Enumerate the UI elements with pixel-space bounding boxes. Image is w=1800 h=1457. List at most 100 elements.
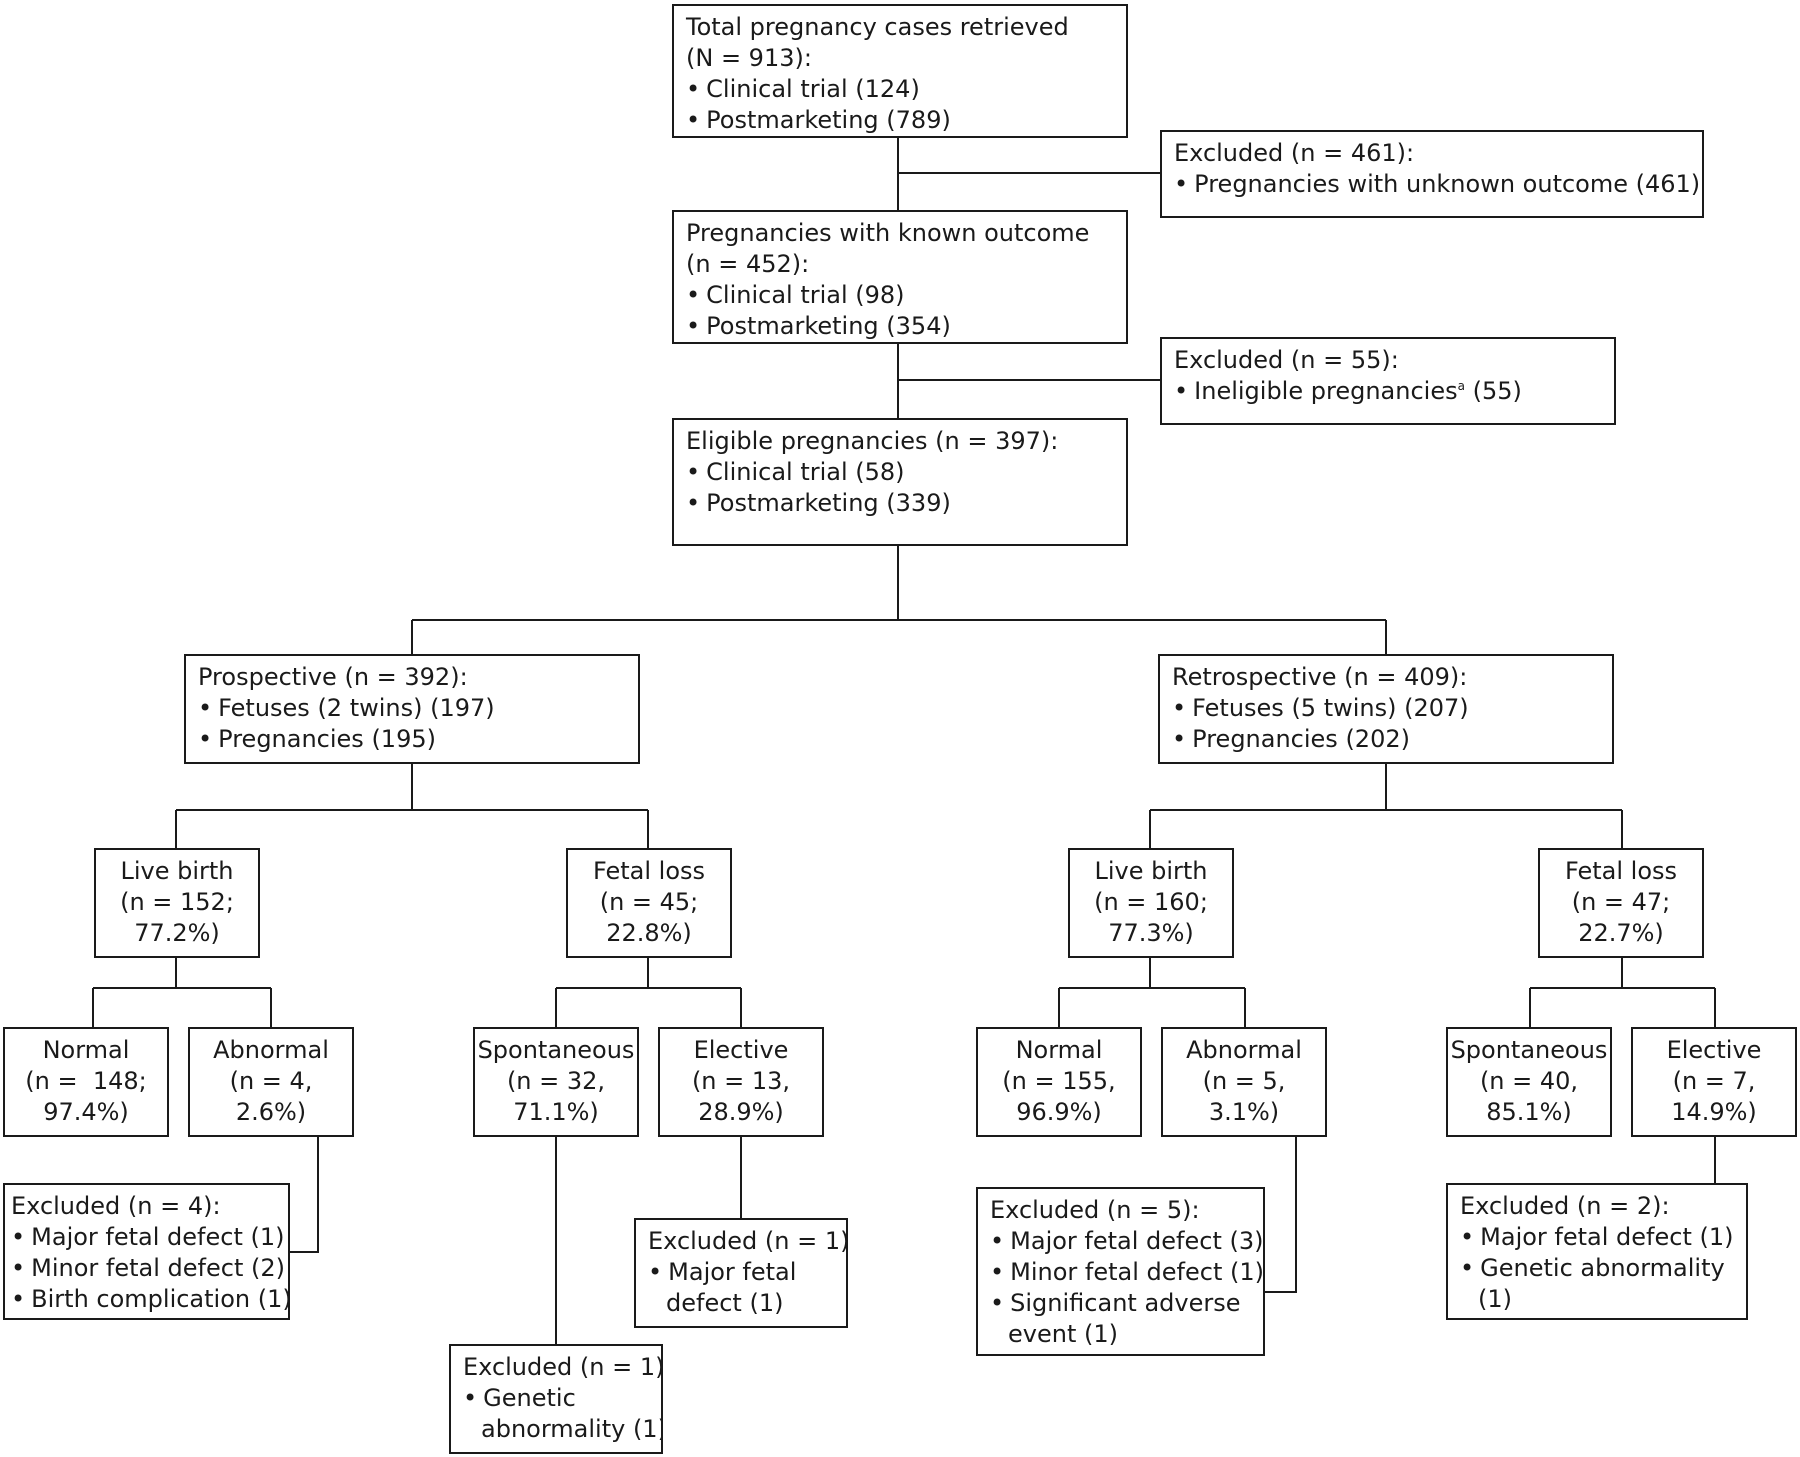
bullet: •	[1172, 694, 1187, 722]
r-spontaneous-box: Spontaneous (n = 40, 85.1%)	[1446, 1027, 1612, 1137]
p-spont-label: Spontaneous	[477, 1036, 635, 1064]
excluded-r-elective-box: Excluded (n = 2): •Major fetal defect (1…	[1446, 1183, 1748, 1320]
bullet: •	[1174, 377, 1189, 405]
total-count: (N = 913):	[686, 44, 812, 72]
excluded-55-item: Ineligible pregnancies	[1194, 377, 1458, 405]
bullet: •	[990, 1227, 1005, 1255]
prospective-live-birth-box: Live birth (n = 152; 77.2%)	[94, 848, 260, 958]
r-normal-pct: 96.9%)	[1016, 1098, 1102, 1126]
bullet: •	[1460, 1254, 1475, 1282]
retrospective-pregnancies: Pregnancies (202)	[1192, 725, 1410, 753]
r-spont-pct: 85.1%)	[1486, 1098, 1572, 1126]
ex-r-abn-title: Excluded (n = 5):	[990, 1196, 1200, 1224]
excluded-461-item: Pregnancies with unknown outcome (461)	[1194, 170, 1701, 198]
r-normal-box: Normal (n = 155, 96.9%)	[976, 1027, 1142, 1137]
r-elective-label: Elective	[1666, 1036, 1762, 1064]
known-postmarketing: Postmarketing (354)	[706, 312, 951, 340]
known-title: Pregnancies with known outcome	[686, 219, 1090, 247]
bullet: •	[1174, 170, 1189, 198]
excluded-p-elective-box: Excluded (n = 1): •Major fetal defect (1…	[634, 1218, 848, 1328]
r-normal-count: (n = 155,	[1002, 1067, 1116, 1095]
ex-r-elec-item1: Major fetal defect (1)	[1480, 1223, 1734, 1251]
ex-r-elec-item2-cont: (1)	[1478, 1285, 1512, 1313]
p-live-label: Live birth	[120, 857, 234, 885]
ex-p-abn-title: Excluded (n = 4):	[11, 1192, 221, 1220]
ex-p-abn-item1: Major fetal defect (1)	[31, 1223, 285, 1251]
r-abnormal-count: (n = 5,	[1202, 1067, 1286, 1095]
bullet: •	[11, 1223, 26, 1251]
r-spont-count: (n = 40,	[1479, 1067, 1579, 1095]
excluded-55-title: Excluded (n = 55):	[1174, 346, 1399, 374]
ex-p-spont-item1: Genetic	[483, 1384, 576, 1412]
connector-prospective-split	[175, 764, 649, 848]
p-elective-label: Elective	[693, 1036, 789, 1064]
total-clinical: Clinical trial (124)	[706, 75, 920, 103]
eligible-box: Eligible pregnancies (n = 397): •Clinica…	[672, 418, 1128, 546]
ex-p-spont-item1-cont: abnormality (1)	[481, 1415, 663, 1443]
p-abnormal-pct: 2.6%)	[235, 1098, 307, 1126]
connector-p-live-split	[92, 958, 272, 1027]
bullet: •	[686, 75, 701, 103]
r-live-label: Live birth	[1094, 857, 1208, 885]
known-clinical: Clinical trial (98)	[706, 281, 905, 309]
r-loss-count: (n = 47;	[1571, 888, 1671, 916]
ex-p-abn-item2: Minor fetal defect (2)	[31, 1254, 285, 1282]
r-abnormal-pct: 3.1%)	[1208, 1098, 1280, 1126]
p-elective-box: Elective (n = 13, 28.9%)	[658, 1027, 824, 1137]
connector-p-abnormal-excluded	[290, 1137, 319, 1253]
eligible-postmarketing: Postmarketing (339)	[706, 489, 951, 517]
retrospective-fetal-loss-box: Fetal loss (n = 47; 22.7%)	[1538, 848, 1704, 958]
excluded-r-abnormal-box: Excluded (n = 5): •Major fetal defect (3…	[976, 1187, 1265, 1356]
bullet: •	[198, 725, 213, 753]
connector-retrospective-split	[1149, 764, 1623, 848]
ex-p-spont-title: Excluded (n = 1):	[463, 1353, 663, 1381]
bullet: •	[686, 281, 701, 309]
retrospective-live-birth-box: Live birth (n = 160; 77.3%)	[1068, 848, 1234, 958]
ex-p-elec-item1: Major fetal	[668, 1258, 797, 1286]
bullet: •	[1172, 725, 1187, 753]
retrospective-title: Retrospective (n = 409):	[1172, 663, 1468, 691]
p-normal-pct: 97.4%)	[43, 1098, 129, 1126]
ex-p-elec-title: Excluded (n = 1):	[648, 1227, 848, 1255]
footnote-marker: a	[1457, 379, 1465, 393]
p-normal-label: Normal	[42, 1036, 130, 1064]
connector-r-live-split	[1058, 958, 1246, 1027]
bullet: •	[686, 489, 701, 517]
r-elective-count: (n = 7,	[1672, 1067, 1756, 1095]
r-normal-label: Normal	[1015, 1036, 1103, 1064]
retrospective-box: Retrospective (n = 409): •Fetuses (5 twi…	[1158, 654, 1614, 764]
ex-r-abn-item3: Significant adverse	[1010, 1289, 1241, 1317]
p-spontaneous-box: Spontaneous (n = 32, 71.1%)	[473, 1027, 639, 1137]
bullet: •	[648, 1258, 663, 1286]
bullet: •	[686, 312, 701, 340]
bullet: •	[1460, 1223, 1475, 1251]
excluded-p-spontaneous-box: Excluded (n = 1): •Genetic abnormality (…	[449, 1344, 663, 1454]
excluded-461-title: Excluded (n = 461):	[1174, 139, 1415, 167]
bullet: •	[463, 1384, 478, 1412]
retrospective-fetuses: Fetuses (5 twins) (207)	[1192, 694, 1469, 722]
prospective-title: Prospective (n = 392):	[198, 663, 468, 691]
prospective-fetuses: Fetuses (2 twins) (197)	[218, 694, 495, 722]
r-abnormal-box: Abnormal (n = 5, 3.1%)	[1161, 1027, 1327, 1137]
p-normal-box: Normal (n = 148; 97.4%)	[3, 1027, 169, 1137]
eligible-title: Eligible pregnancies (n = 397):	[686, 427, 1059, 455]
bullet: •	[990, 1289, 1005, 1317]
connector-r-abnormal-excluded	[1265, 1137, 1297, 1293]
p-live-count: (n = 152;	[120, 888, 234, 916]
p-abnormal-box: Abnormal (n = 4, 2.6%)	[188, 1027, 354, 1137]
total-title: Total pregnancy cases retrieved	[686, 13, 1069, 41]
r-elective-pct: 14.9%)	[1671, 1098, 1757, 1126]
r-live-pct: 77.3%)	[1108, 919, 1194, 947]
bullet: •	[990, 1258, 1005, 1286]
r-live-count: (n = 160;	[1094, 888, 1208, 916]
r-loss-pct: 22.7%)	[1578, 919, 1664, 947]
p-live-pct: 77.2%)	[134, 919, 220, 947]
excluded-55-box: Excluded (n = 55): •Ineligible pregnanci…	[1160, 337, 1616, 425]
connector-eligible-split	[411, 546, 1387, 654]
connector-r-loss-split	[1529, 958, 1716, 1027]
bullet: •	[686, 106, 701, 134]
prospective-pregnancies: Pregnancies (195)	[218, 725, 436, 753]
p-elective-pct: 28.9%)	[698, 1098, 784, 1126]
